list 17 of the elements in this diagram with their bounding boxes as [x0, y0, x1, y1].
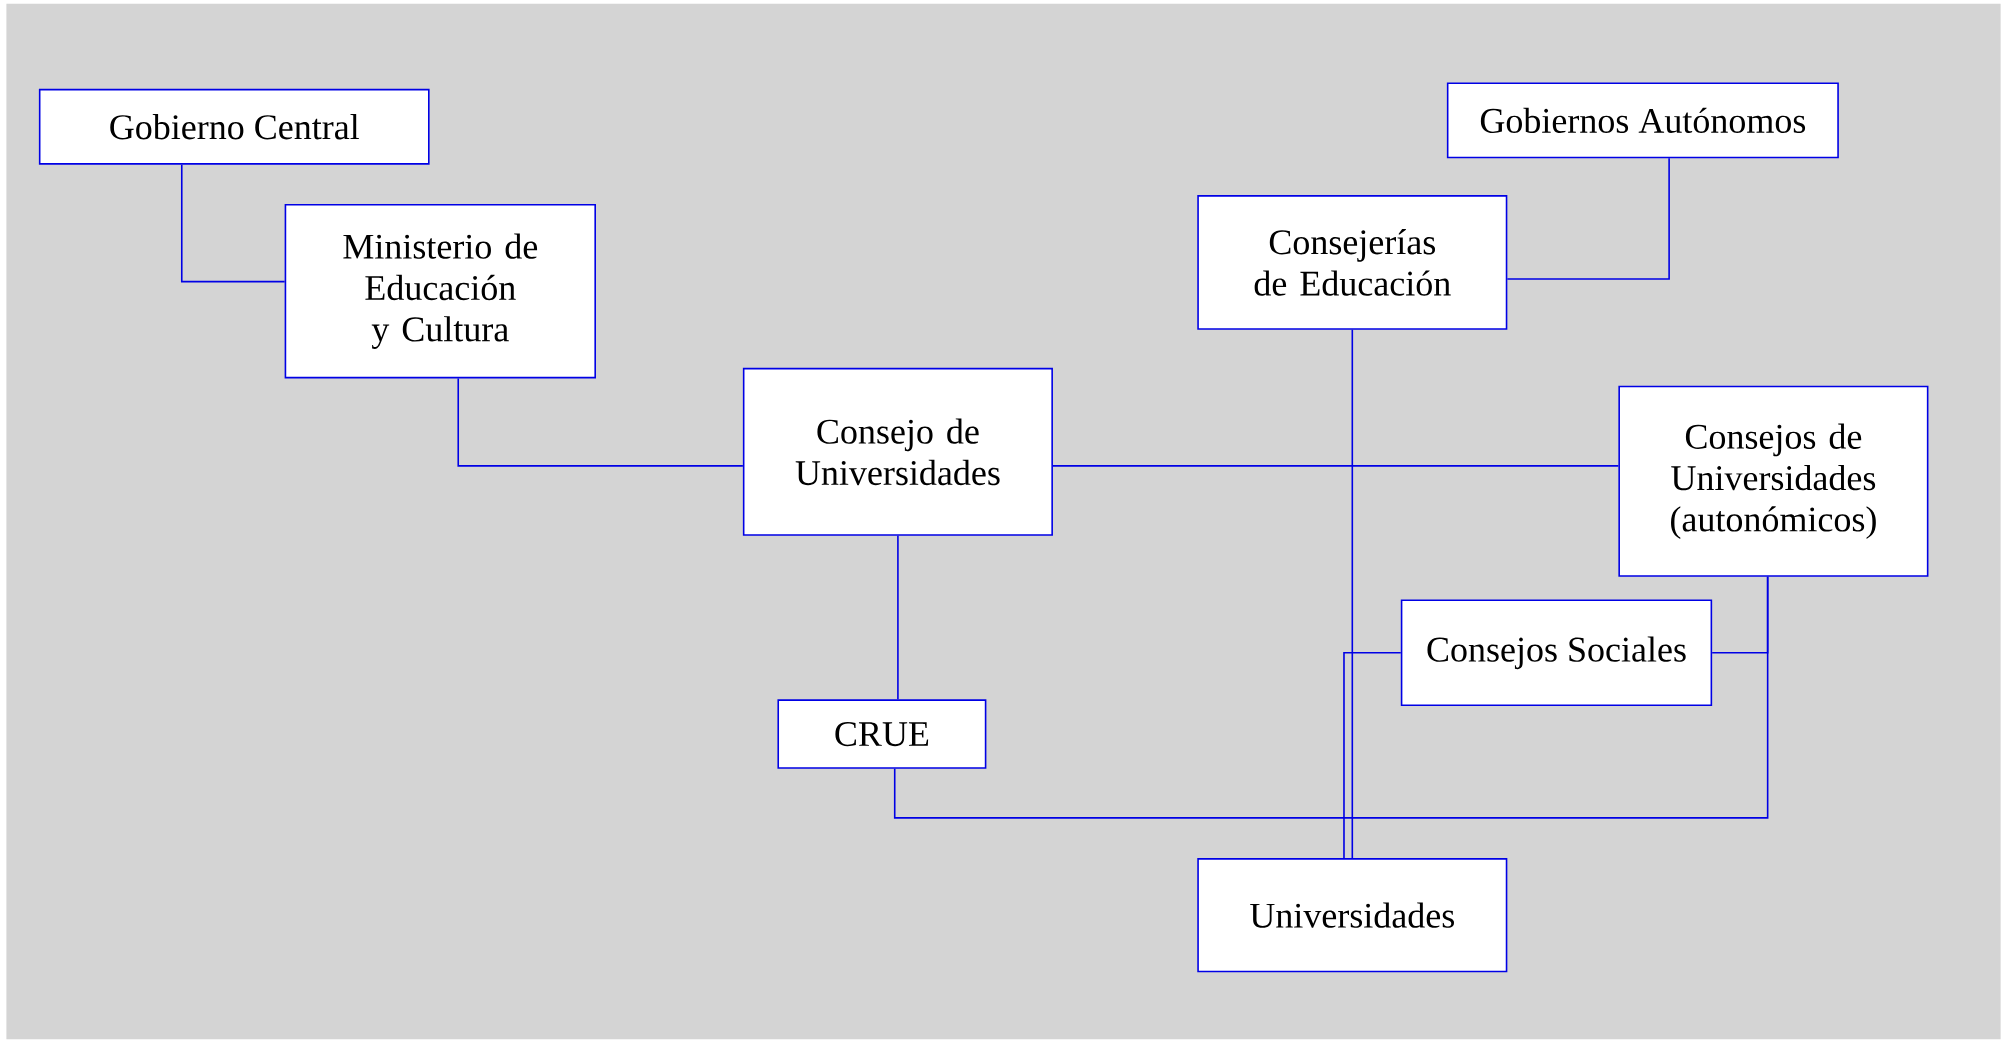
connector-line — [1506, 157, 1670, 280]
org-box: Consejo de Universidades — [742, 367, 1053, 536]
connector-line — [1343, 652, 1402, 859]
org-box: Ministerio de Educación y Cultura — [284, 204, 596, 379]
org-box: Consejos de Universidades (autonómicos) — [1618, 385, 1929, 577]
connector-line — [180, 163, 286, 283]
connector-line — [457, 377, 744, 467]
org-box: Consejerías de Educación — [1197, 195, 1508, 330]
connector-line — [1052, 465, 1620, 467]
connector-line — [1351, 328, 1354, 859]
org-box: CRUE — [777, 699, 987, 769]
org-box: Consejos Sociales — [1400, 599, 1713, 707]
connector-line — [897, 535, 899, 701]
org-box: Gobierno Central — [38, 88, 430, 165]
org-box: Gobiernos Autónomos — [1446, 82, 1839, 159]
org-box: Universidades — [1197, 858, 1508, 973]
connector-line — [893, 576, 1769, 819]
